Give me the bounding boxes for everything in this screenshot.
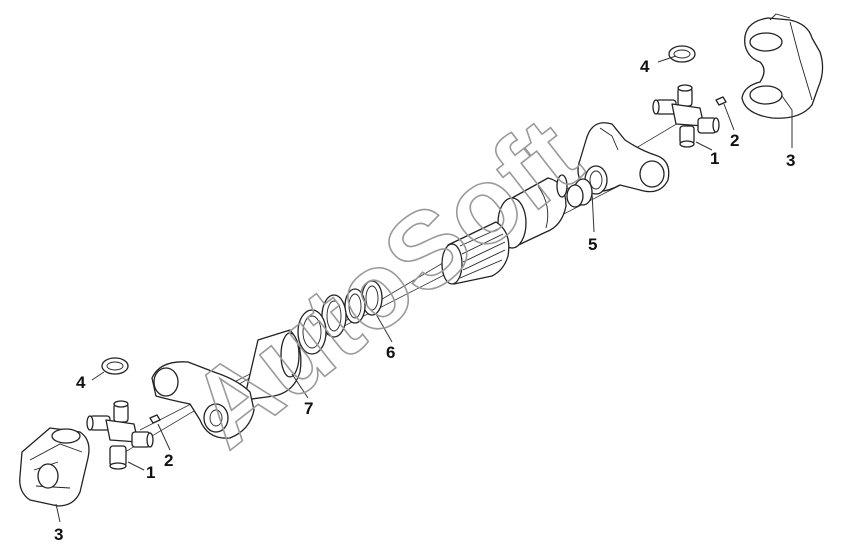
label-snap-ring-bottom: 4	[76, 373, 86, 392]
label-slip-yoke: 5	[588, 235, 597, 254]
callout-labels: 4 1 2 3 5 6 7 4 1 2 3	[54, 57, 795, 544]
splined-shaft	[441, 221, 510, 285]
label-tube-yoke: 7	[304, 399, 313, 418]
label-cross-bottom: 1	[146, 463, 155, 482]
watermark-text: AutoSoft	[168, 94, 602, 470]
flange-yoke-bottom	[19, 427, 90, 507]
snap-ring-bottom	[101, 357, 129, 375]
label-grease-fitting-top: 2	[730, 131, 739, 150]
cross-top	[652, 84, 720, 148]
grease-fitting-top	[715, 96, 727, 106]
slip-yoke	[566, 122, 670, 208]
cross-bottom	[86, 400, 154, 470]
label-snap-ring-top: 4	[640, 57, 650, 76]
snap-ring-top	[668, 45, 696, 63]
label-flange-yoke-top: 3	[786, 151, 795, 170]
label-cross-top: 1	[710, 149, 719, 168]
seal-rings	[297, 280, 383, 355]
label-seal-rings: 6	[386, 343, 395, 362]
label-grease-fitting-bottom: 2	[164, 451, 173, 470]
sleeve	[497, 174, 568, 249]
flange-yoke-top	[741, 13, 824, 119]
label-flange-yoke-bottom: 3	[54, 525, 63, 544]
tube-yoke	[151, 329, 302, 439]
grease-fitting-bottom	[149, 414, 161, 424]
leader-lines	[55, 55, 793, 523]
